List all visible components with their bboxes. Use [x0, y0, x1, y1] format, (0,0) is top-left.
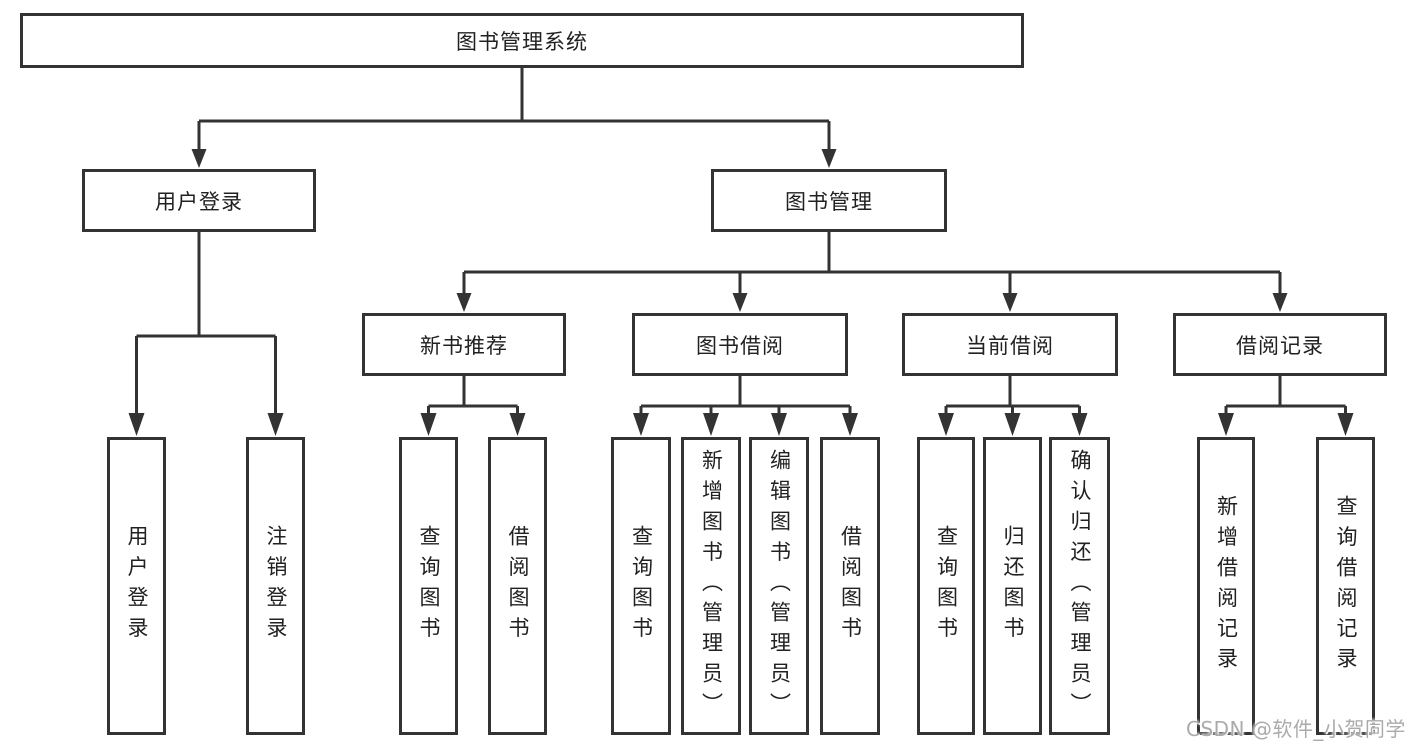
leaf-bb-edit-book-admin: 编辑图书（管理员） [749, 437, 809, 735]
leaf-cb-query-book-label: 查询图书 [934, 525, 959, 647]
node-borrow-records: 借阅记录 [1173, 313, 1387, 376]
node-new-book-rec: 新书推荐 [362, 313, 566, 376]
node-current-borrow: 当前借阅 [902, 313, 1118, 376]
node-root: 图书管理系统 [20, 13, 1024, 68]
leaf-bb-add-book-admin: 新增图书（管理员） [681, 437, 741, 735]
leaf-cb-query-book: 查询图书 [917, 437, 975, 735]
connector-root-split [191, 68, 837, 168]
leaf-bb-query-book: 查询图书 [611, 437, 671, 735]
leaf-bb-query-book-label: 查询图书 [629, 525, 654, 647]
node-borrow-records-label: 借阅记录 [1236, 333, 1324, 358]
leaf-user-login: 用户登录 [107, 437, 166, 735]
connector-book-borrow-split [633, 376, 858, 436]
connector-user-login-split [128, 232, 284, 436]
csdn-watermark: CSDN @软件_小贺同学 [1186, 717, 1405, 741]
leaf-br-query-record-label: 查询借阅记录 [1334, 494, 1358, 678]
leaf-rec-query-book-label: 查询图书 [417, 525, 441, 647]
leaf-user-login-label: 用户登录 [125, 525, 149, 647]
leaf-bb-borrow-book: 借阅图书 [820, 437, 880, 735]
connector-book-mgmt-split [456, 232, 1288, 312]
leaf-cb-confirm-return-admin: 确认归还（管理员） [1049, 437, 1110, 735]
node-user-login-label: 用户登录 [155, 189, 243, 214]
leaf-bb-borrow-book-label: 借阅图书 [838, 525, 863, 647]
leaf-rec-borrow-book: 借阅图书 [488, 437, 547, 735]
node-user-login: 用户登录 [82, 169, 316, 232]
connector-cur-borrow-split [938, 376, 1088, 436]
leaf-logout-label: 注销登录 [264, 525, 288, 647]
node-book-mgmt-label: 图书管理 [785, 189, 873, 214]
connector-new-rec-split [420, 376, 526, 436]
leaf-br-query-record: 查询借阅记录 [1316, 437, 1375, 735]
node-new-book-rec-label: 新书推荐 [420, 333, 508, 358]
node-book-borrow-label: 图书借阅 [696, 333, 784, 358]
node-current-borrow-label: 当前借阅 [966, 333, 1054, 358]
leaf-br-add-record: 新增借阅记录 [1197, 437, 1255, 735]
leaf-cb-return-book: 归还图书 [983, 437, 1042, 735]
node-root-label: 图书管理系统 [456, 29, 588, 54]
node-book-borrow: 图书借阅 [632, 313, 848, 376]
leaf-cb-return-book-label: 归还图书 [1001, 525, 1025, 647]
leaf-bb-add-book-admin-label: 新增图书（管理员） [699, 448, 724, 724]
leaf-cb-confirm-return-admin-label: 确认归还（管理员） [1068, 448, 1092, 724]
leaf-br-add-record-label: 新增借阅记录 [1214, 494, 1239, 678]
leaf-logout: 注销登录 [246, 437, 305, 735]
leaf-rec-query-book: 查询图书 [399, 437, 458, 735]
connector-borrow-rec-split [1218, 376, 1354, 436]
leaf-bb-edit-book-admin-label: 编辑图书（管理员） [767, 448, 792, 724]
node-book-mgmt: 图书管理 [711, 169, 947, 232]
leaf-rec-borrow-book-label: 借阅图书 [506, 525, 530, 647]
